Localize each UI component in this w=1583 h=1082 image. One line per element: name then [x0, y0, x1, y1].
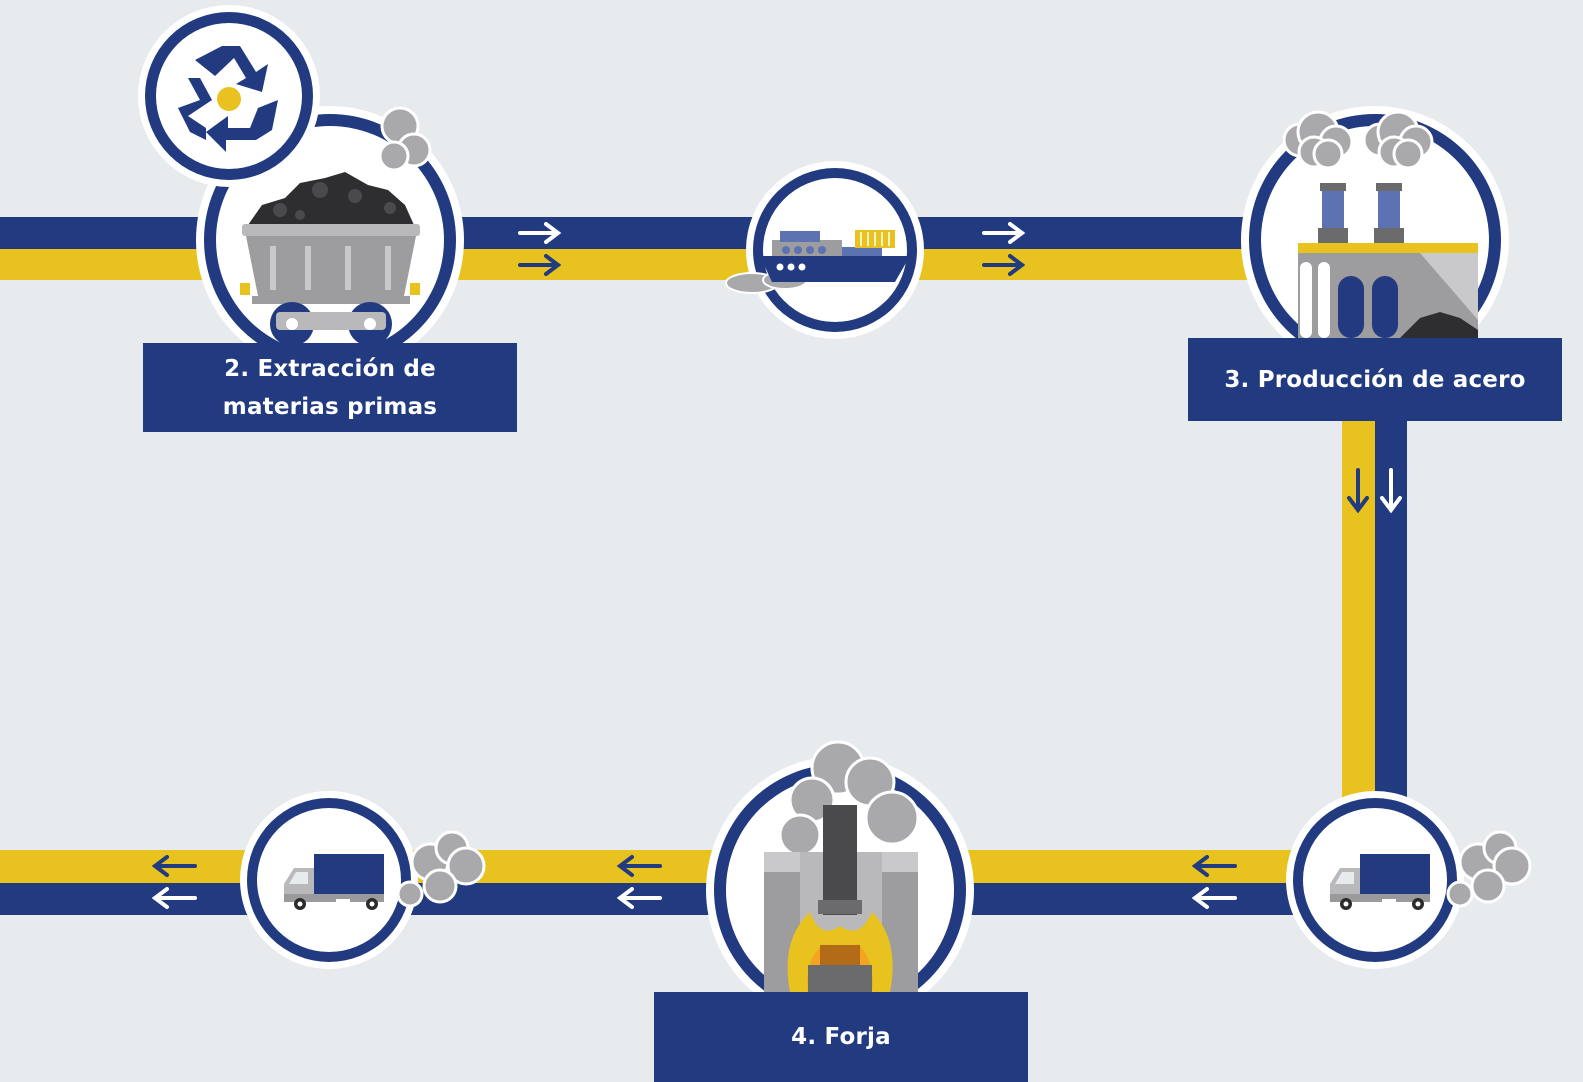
delivery-truck-icon [1286, 791, 1532, 969]
bottom-route [0, 850, 1380, 915]
arrow-down-icon [1347, 468, 1402, 514]
stage-label-forja: 4. Forja [654, 992, 1028, 1082]
smoke-cloud-icon [396, 830, 486, 908]
top-route [0, 217, 1300, 280]
stage-label-text: 2. Extracción de materias primas [222, 355, 438, 420]
cargo-ship-icon [725, 161, 924, 339]
arrow-left-icon [151, 855, 1237, 909]
recycle-icon [138, 5, 320, 187]
smoke-cloud-icon [378, 106, 432, 172]
stage-label-text: 3. Producción de acero [1224, 366, 1526, 393]
stage-label-extraccion: 2. Extracción de materias primas [143, 343, 517, 432]
steel-factory-icon [1241, 106, 1509, 374]
forge-icon [706, 740, 974, 1024]
smoke-cloud-icon [1446, 830, 1532, 908]
stage-label-text: 4. Forja [791, 1024, 891, 1050]
arrow-right-icon [518, 222, 1026, 276]
right-route [1342, 420, 1407, 850]
stage-label-acero: 3. Producción de acero [1188, 338, 1562, 421]
delivery-truck-icon [240, 791, 486, 969]
